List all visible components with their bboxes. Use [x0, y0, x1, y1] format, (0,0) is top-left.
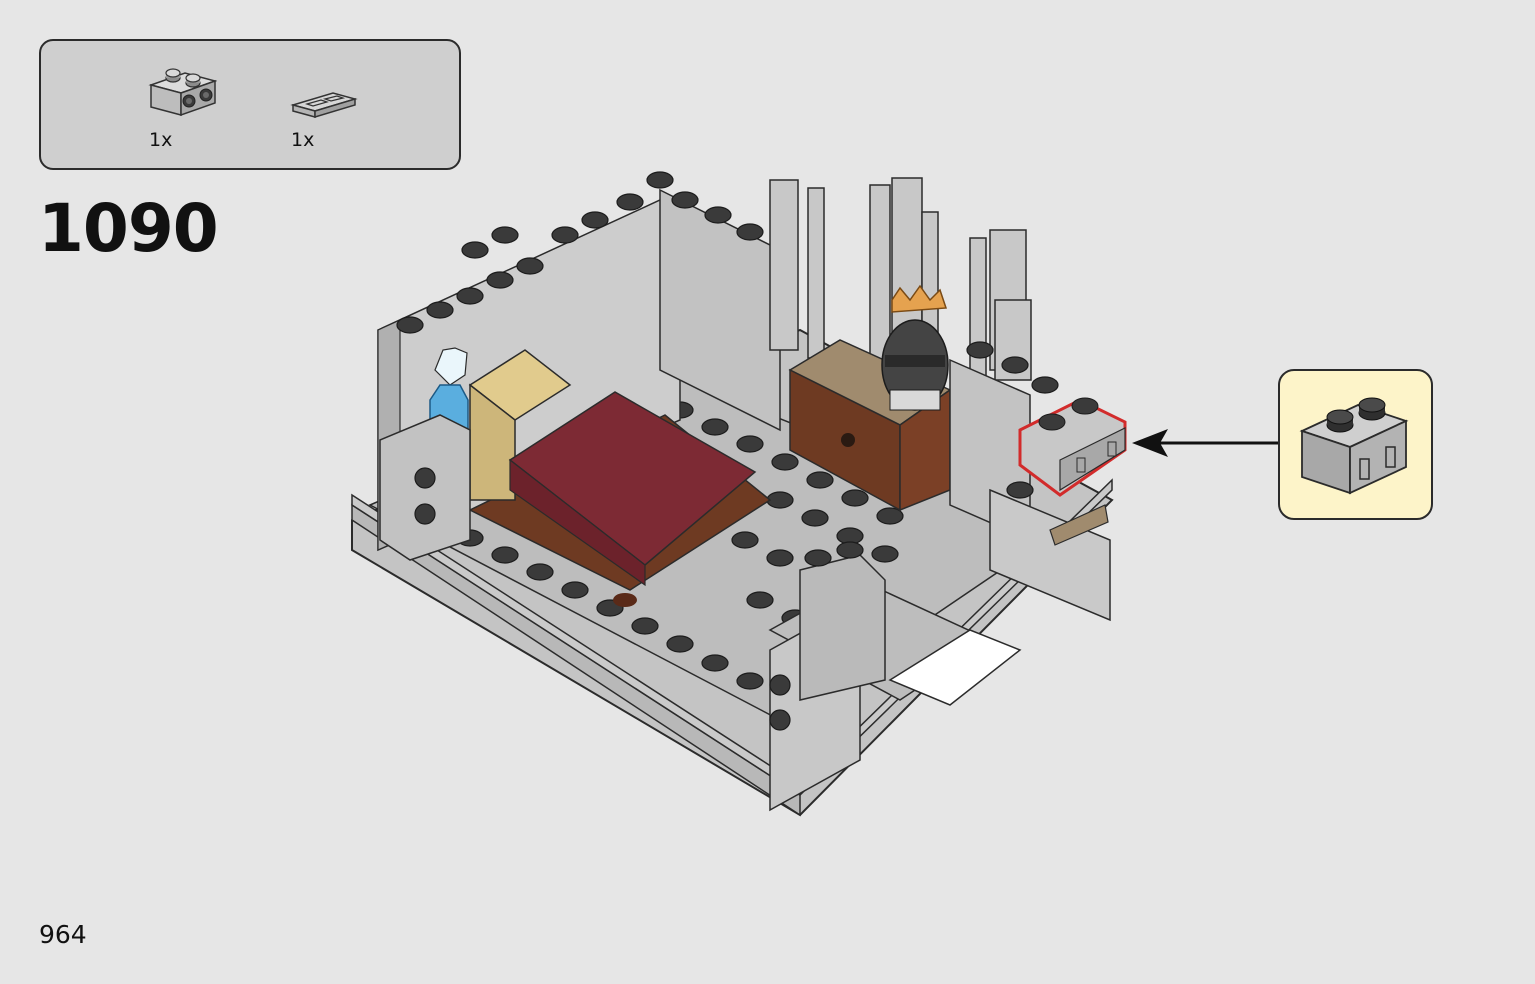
new-part-highlight — [1018, 397, 1127, 497]
page-number: 964 — [39, 920, 87, 949]
part-quantity: 1x — [291, 129, 315, 151]
part-item: 1x — [289, 85, 359, 151]
tile-1x2-with-grille-icon — [290, 92, 358, 119]
part-item: 1x — [145, 63, 217, 151]
placement-arrow — [1128, 420, 1280, 470]
part-quantity: 1x — [149, 129, 173, 151]
part-callout-box — [1278, 369, 1433, 520]
bed-icon — [468, 349, 772, 607]
helmet-icon — [881, 284, 949, 411]
brick-1x2-with-studs-on-side-icon — [148, 68, 217, 117]
model-illustration — [340, 160, 1140, 834]
step-number: 1090 — [38, 190, 219, 267]
brick-1x2-with-studs-on-side-icon — [1299, 397, 1409, 495]
arrow-left-icon — [1132, 429, 1278, 457]
parts-list-box: 1x 1x — [39, 39, 461, 170]
